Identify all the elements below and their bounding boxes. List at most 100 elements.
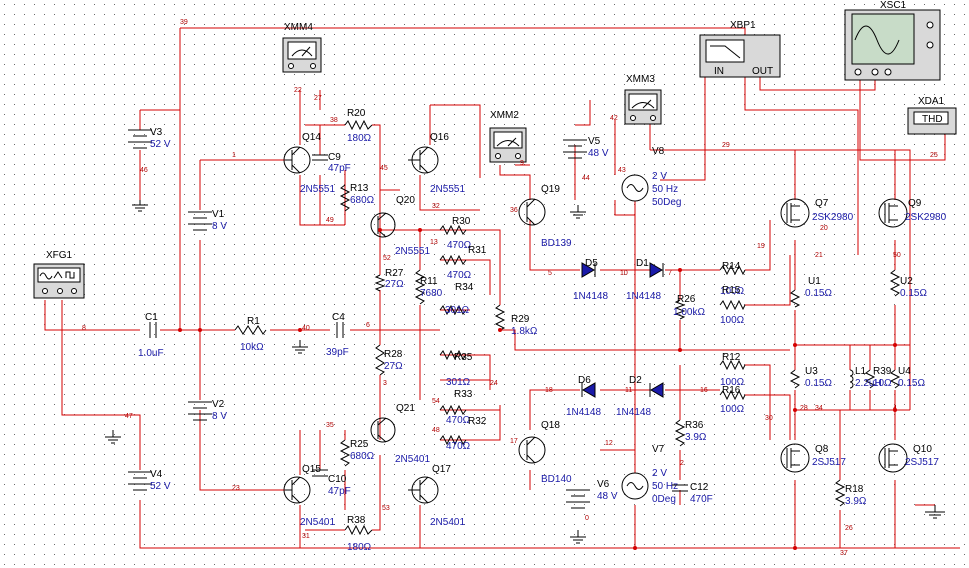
source-v8[interactable]: V8 2 V 50 Hz 50Deg	[621, 146, 681, 208]
component-ref: R14	[722, 261, 741, 272]
capacitor-c1[interactable]: C1 1.0uF	[138, 312, 164, 359]
net-label: 13	[430, 239, 438, 246]
capacitor-c9[interactable]: C9 47pF	[312, 152, 351, 174]
source-v3[interactable]: V3 52 V	[128, 127, 171, 150]
instrument-xsc1[interactable]: XSC1	[844, 0, 941, 81]
resistor-r33[interactable]: R33 470Ω	[439, 389, 473, 426]
resistor-u4[interactable]: U4 0.15Ω	[889, 366, 925, 389]
component-part: BD139	[541, 238, 572, 249]
resistor-r13[interactable]: R13 680Ω	[339, 183, 375, 212]
capacitor-c10[interactable]: C10 47pF	[312, 469, 351, 497]
component-value: 27Ω	[385, 279, 404, 290]
capacitor-c12[interactable]: C12 470F	[672, 482, 713, 505]
resistor-u3[interactable]: U3 0.15Ω	[789, 366, 832, 389]
component-ref: V3	[150, 127, 163, 138]
source-v7[interactable]: V7 2 V 50 Hz 0Deg	[621, 444, 678, 505]
transistor-q18[interactable]: Q18 BD140	[518, 420, 572, 485]
transistor-q14[interactable]: Q14 2N5551	[283, 132, 335, 195]
resistor-r34[interactable]: R34 301Ω	[439, 282, 474, 316]
resistor-r39[interactable]: R39 10Ω	[864, 366, 892, 389]
component-ref: U4	[898, 366, 911, 377]
bode-in-label: IN	[714, 66, 724, 77]
resistor-r28[interactable]: R28 27Ω	[374, 344, 403, 376]
component-part: 2N5551	[430, 184, 465, 195]
instrument-xda1[interactable]: XDA1 THD	[907, 96, 957, 135]
source-v2[interactable]: V2 8 V	[188, 399, 227, 422]
resistor-r26[interactable]: R26 1.00kΩ	[673, 294, 705, 320]
component-value: 2 V	[652, 468, 667, 479]
resistor-r27[interactable]: R27 27Ω	[374, 268, 404, 292]
resistor-r14[interactable]: R14 100Ω	[719, 261, 746, 297]
component-value: 180Ω	[347, 133, 372, 144]
instrument-xbp1[interactable]: XBP1 IN OUT	[699, 20, 781, 78]
resistor-r11[interactable]: R11 7680	[414, 269, 443, 305]
component-value: 10Ω	[873, 378, 892, 389]
mosfet-q10[interactable]: Q10 2SJ517	[878, 443, 939, 473]
component-ref: R34	[455, 282, 474, 293]
net-label: 53	[382, 505, 390, 512]
component-ref: R15	[722, 285, 741, 296]
instrument-xmm4[interactable]: XMM4	[282, 22, 322, 73]
component-ref: Q7	[815, 198, 829, 209]
transistor-q17[interactable]: Q17 2N5401	[408, 464, 465, 528]
resistor-r30[interactable]: R30 470Ω	[439, 216, 472, 251]
component-value: 7680	[420, 288, 443, 299]
component-ref: R35	[454, 352, 473, 363]
resistor-r20[interactable]: R20 180Ω	[344, 108, 373, 144]
resistor-r36[interactable]: R36 3.9Ω	[674, 419, 707, 447]
mosfet-q9[interactable]: Q9 2SK2980	[878, 198, 947, 228]
inductor-l1[interactable]: L1 2.2uH	[849, 366, 882, 389]
source-v1[interactable]: V1 8 V	[188, 209, 227, 232]
component-ref: R38	[347, 515, 366, 526]
capacitor-c4[interactable]: C4 39pF	[326, 312, 349, 358]
net-label: 22	[294, 87, 302, 94]
component-value: 27Ω	[384, 361, 403, 372]
resistor-r12[interactable]: R12 100Ω	[719, 352, 746, 388]
resistor-r31[interactable]: R31 470Ω	[439, 245, 487, 281]
transistor-q15[interactable]: Q15 2N5401	[283, 464, 335, 528]
transistor-q20[interactable]: Q20 2N5551	[370, 195, 430, 257]
resistor-r29[interactable]: R29 1.8kΩ	[494, 304, 538, 337]
component-part: 2SK2980	[812, 212, 854, 223]
resistor-r16[interactable]: R16 100Ω	[719, 385, 746, 415]
source-v4[interactable]: V4 52 V	[128, 469, 171, 492]
resistor-r25[interactable]: R25 680Ω	[339, 439, 375, 467]
component-ref: R39	[873, 366, 892, 377]
resistor-r18[interactable]: R18 3.9Ω	[834, 479, 867, 507]
component-part: 2SJ517	[905, 457, 939, 468]
mosfet-q7[interactable]: Q7 2SK2980	[780, 198, 854, 228]
net-label: 30	[765, 415, 773, 422]
instrument-xfg1[interactable]: XFG1	[33, 250, 85, 299]
resistor-r15[interactable]: R15 100Ω	[719, 285, 746, 326]
source-v5[interactable]: V5 48 V	[563, 136, 609, 159]
instrument-label: XMM3	[626, 74, 655, 85]
resistor-r32[interactable]: R32 470Ω	[439, 416, 487, 452]
instrument-xmm3[interactable]: XMM3	[624, 74, 662, 125]
source-v6[interactable]: V6 48 V	[566, 479, 618, 509]
instrument-xmm2[interactable]: XMM2	[489, 110, 527, 163]
net-label: 6	[366, 322, 370, 329]
component-value: 8 V	[212, 221, 227, 232]
resistor-r35[interactable]: R35 301Ω	[439, 349, 473, 388]
transistor-q16[interactable]: Q16 2N5551	[408, 132, 465, 195]
resistor-u2[interactable]: U2 0.15Ω	[889, 269, 927, 299]
resistor-r38[interactable]: R38 180Ω	[344, 515, 373, 553]
instrument-label: XMM2	[490, 110, 519, 121]
component-ref: R16	[722, 385, 741, 396]
resistor-u1[interactable]: U1 0.15Ω	[789, 276, 832, 308]
component-ref: Q21	[396, 403, 415, 414]
mosfet-q8[interactable]: Q8 2SJ517	[780, 443, 846, 473]
diode-d5[interactable]: D5 1N4148	[573, 258, 608, 302]
component-ref: R25	[350, 439, 369, 450]
net-label: 7	[668, 270, 672, 277]
resistor-r1[interactable]: R1 10kΩ	[234, 316, 267, 353]
diode-d2[interactable]: D2 1N4148	[616, 375, 664, 418]
transistor-q19[interactable]: Q19 BD139	[518, 184, 572, 249]
transistor-q21[interactable]: Q21 2N5401	[370, 403, 430, 465]
diode-d1[interactable]: D1 1N4148	[626, 258, 664, 302]
net-label: 24	[490, 380, 498, 387]
diode-d6[interactable]: D6 1N4148	[566, 375, 601, 418]
net-label: 43	[618, 167, 626, 174]
component-ref: R13	[350, 183, 369, 194]
